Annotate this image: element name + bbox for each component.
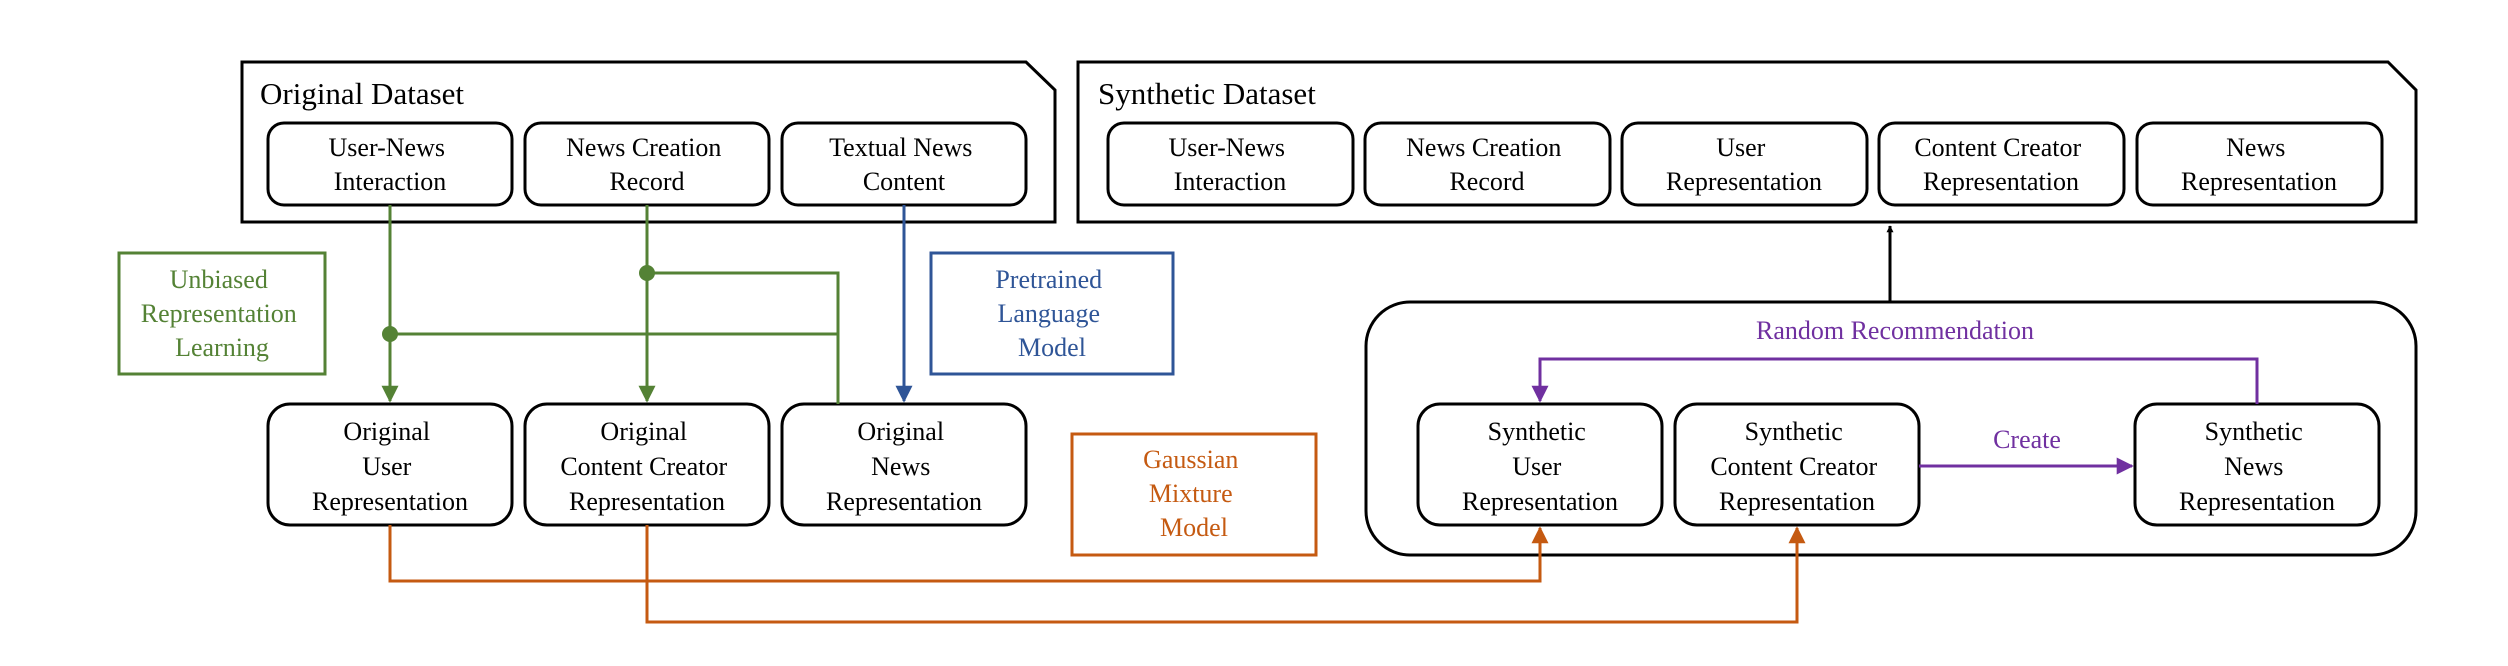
synthetic-item-user-news-interaction: User-News Interaction	[1106, 121, 1355, 207]
purple-connectors	[1531, 357, 2259, 475]
item-line: User-News	[1169, 133, 1285, 162]
svg-text:News Creation Record: News Creation Record	[1406, 133, 1568, 196]
original-item-user-news-interaction: User-News Interaction	[266, 121, 514, 207]
box-line: Representation	[569, 487, 725, 516]
item-line: News	[2226, 133, 2285, 162]
record-branch-line	[647, 271, 840, 404]
original-item-textual-news-content: Textual News Content	[780, 121, 1028, 207]
box-line: Content Creator	[560, 452, 727, 481]
item-line: Content	[863, 167, 946, 196]
svg-text:Synthetic News Rep: Synthetic News Representation	[2179, 417, 2335, 516]
synthetic-item-content-creator-representation: Content Creator Representation	[1877, 121, 2126, 207]
svg-text:User-News Interaction: User-News Interaction	[1169, 133, 1292, 196]
pretrained-language-model-box: Pretrained Language Model	[929, 251, 1175, 376]
svg-text:News Creation Record: News Creation Record	[566, 133, 728, 196]
random-recommendation-arrow	[1531, 357, 2259, 404]
box-line: User	[362, 452, 411, 481]
item-line: Interaction	[1174, 167, 1287, 196]
original-user-representation: Original User Representation	[266, 402, 514, 527]
box-line: Representation	[1719, 487, 1875, 516]
original-news-representation: Original News Representation	[780, 402, 1028, 527]
item-line: News Creation	[566, 133, 721, 162]
synthetic-dataset-container	[1076, 60, 2418, 224]
synthetic-item-user-representation: User Representation	[1620, 121, 1869, 207]
box-line: Original	[857, 417, 944, 446]
synthetic-item-news-representation: News Representation	[2135, 121, 2384, 207]
synthetic-content-creator-representation: Synthetic Content Creator Representation	[1673, 402, 1921, 527]
svg-text:Gaussian Mixture M: Gaussian Mixture Model	[1143, 445, 1245, 542]
svg-text:Synthetic Content Creato: Synthetic Content Creator Representation	[1710, 417, 1883, 516]
synthetic-item-news-creation-record: News Creation Record	[1363, 121, 1612, 207]
original-dataset-container	[240, 60, 1057, 224]
method-line: Unbiased	[170, 265, 268, 294]
method-line: Pretrained	[995, 265, 1102, 294]
svg-text:User Representation: User Representation	[1666, 133, 1822, 196]
method-line: Model	[1018, 333, 1086, 362]
method-line: Learning	[175, 333, 269, 362]
svg-text:Content Creator Represen: Content Creator Representation	[1914, 133, 2087, 196]
svg-text:User-News Interaction: User-News Interaction	[329, 133, 452, 196]
box-line: Representation	[1462, 487, 1618, 516]
creator-rep-to-synthetic-creator-arrow	[645, 525, 1806, 624]
method-line: Mixture	[1149, 479, 1233, 508]
interaction-junction-dot	[382, 326, 398, 342]
box-line: Synthetic	[1488, 417, 1586, 446]
box-line: User	[1512, 452, 1561, 481]
item-line: User	[1716, 133, 1765, 162]
synthetic-dataset-title: Synthetic Dataset	[1098, 76, 1316, 111]
orange-connectors	[388, 525, 1806, 624]
method-line: Representation	[141, 299, 297, 328]
svg-text:Synthetic User Rep: Synthetic User Representation	[1462, 417, 1618, 516]
box-line: Representation	[2179, 487, 2335, 516]
box-line: Content Creator	[1710, 452, 1877, 481]
item-line: Representation	[1923, 167, 2079, 196]
box-line: Original	[600, 417, 687, 446]
method-line: Gaussian	[1143, 445, 1238, 474]
svg-text:Original News Repr: Original News Representation	[826, 417, 982, 516]
interaction-branch-line	[390, 332, 840, 404]
item-line: Content Creator	[1914, 133, 2081, 162]
original-item-news-creation-record: News Creation Record	[523, 121, 771, 207]
random-recommendation-label: Random Recommendation	[1756, 316, 2034, 345]
synthetic-news-representation: Synthetic News Representation	[2133, 402, 2381, 527]
item-line: Interaction	[334, 167, 447, 196]
item-line: News Creation	[1406, 133, 1561, 162]
svg-text:Original User Repr: Original User Representation	[312, 417, 468, 516]
svg-text:Original Content Creator: Original Content Creator Representation	[560, 417, 733, 516]
box-line: Representation	[312, 487, 468, 516]
unbiased-representation-learning-box: Unbiased Representation Learning	[117, 251, 327, 376]
box-line: Synthetic	[2205, 417, 2303, 446]
user-rep-to-synthetic-user-arrow	[388, 525, 1549, 583]
svg-text:Pretrained Language: Pretrained Language Model	[995, 265, 1108, 362]
gaussian-mixture-model-box: Gaussian Mixture Model	[1070, 432, 1318, 557]
box-line: Representation	[826, 487, 982, 516]
box-line: News	[871, 452, 930, 481]
original-dataset-title: Original Dataset	[260, 76, 464, 111]
item-line: Textual News	[829, 133, 972, 162]
method-line: Language	[997, 299, 1100, 328]
svg-text:Unbiased Representation: Unbiased Representation Learning	[141, 265, 303, 362]
box-line: News	[2224, 452, 2283, 481]
item-line: Representation	[2181, 167, 2337, 196]
method-line: Model	[1160, 513, 1228, 542]
green-connectors	[381, 205, 840, 404]
create-label: Create	[1993, 425, 2061, 454]
svg-text:News Representation: News Representation	[2181, 133, 2337, 196]
box-line: Original	[343, 417, 430, 446]
item-line: Record	[609, 167, 684, 196]
record-junction-dot	[639, 265, 655, 281]
item-line: Record	[1449, 167, 1524, 196]
box-line: Synthetic	[1745, 417, 1843, 446]
item-line: Representation	[1666, 167, 1822, 196]
svg-text:Textual News Content: Textual News Content	[829, 133, 979, 196]
synthetic-user-representation: Synthetic User Representation	[1416, 402, 1664, 527]
original-content-creator-representation: Original Content Creator Representation	[523, 402, 771, 527]
item-line: User-News	[329, 133, 445, 162]
